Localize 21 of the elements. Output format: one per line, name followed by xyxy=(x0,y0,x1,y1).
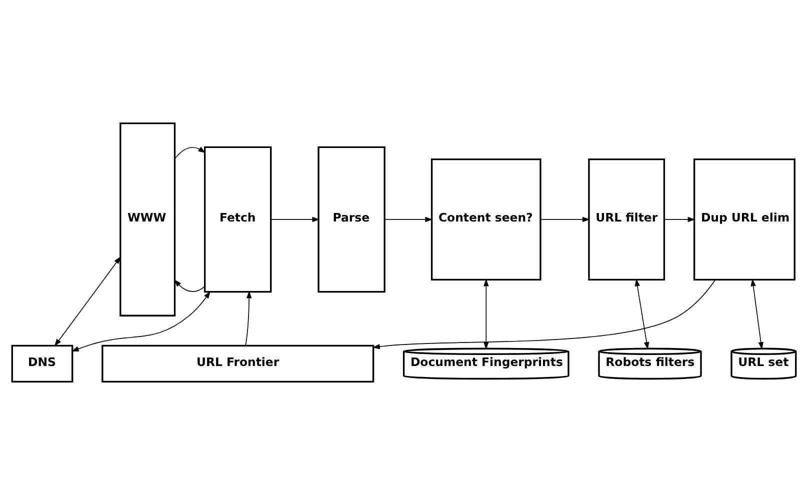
node-box: Dup URL elim xyxy=(693,158,796,280)
arrow xyxy=(54,256,121,346)
node-box: WWW xyxy=(120,122,176,316)
arrow xyxy=(174,146,206,159)
node-box: Parse xyxy=(318,146,386,292)
arrow xyxy=(384,216,433,222)
node-box: URL filter xyxy=(588,158,666,280)
arrow xyxy=(634,278,650,350)
node-box: Fetch xyxy=(204,146,272,292)
arrow xyxy=(174,278,206,292)
arrow xyxy=(71,290,211,351)
node-box: URL Frontier xyxy=(102,344,374,382)
arrow xyxy=(750,278,764,350)
node-box: Content seen? xyxy=(430,158,542,280)
node-box: DNS xyxy=(11,344,74,382)
arrow xyxy=(484,278,489,350)
arrow xyxy=(372,278,716,349)
arrow xyxy=(540,216,590,222)
arrow xyxy=(270,216,320,222)
arrow xyxy=(664,216,696,222)
arrow xyxy=(245,290,252,346)
